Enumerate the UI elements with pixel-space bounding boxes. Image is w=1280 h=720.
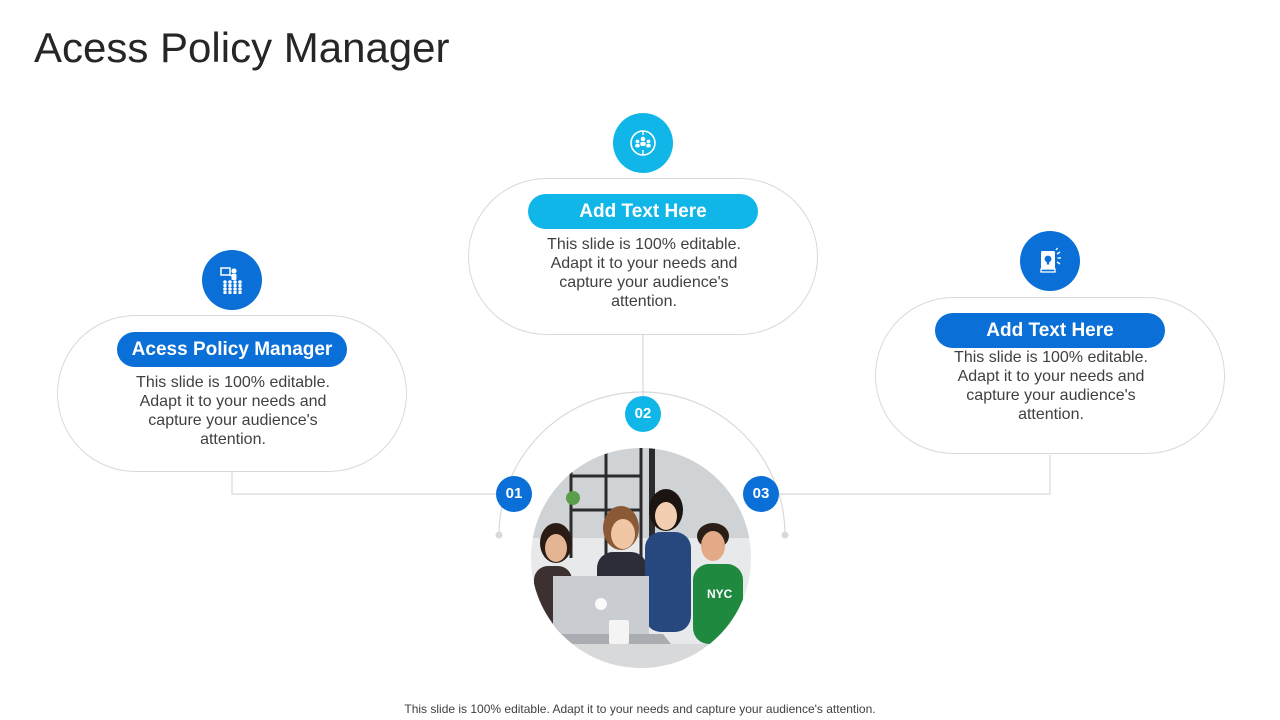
arc-connector [498, 391, 786, 536]
card-item-02: Add Text Here This slide is 100% editabl… [468, 178, 818, 335]
card-03-description: This slide is 100% editable. Adapt it to… [954, 349, 1148, 423]
card-03-icon-badge [1020, 231, 1080, 291]
slide-footer-note: This slide is 100% editable. Adapt it to… [404, 702, 876, 716]
card-02-heading: Add Text Here [528, 194, 758, 229]
connector-left [231, 472, 497, 495]
step-number-01: 01 [496, 476, 532, 512]
card-03-heading: Add Text Here [935, 313, 1165, 348]
team-network-icon [630, 130, 656, 156]
card-02-icon-badge [613, 113, 673, 173]
card-01-description: This slide is 100% editable. Adapt it to… [136, 374, 330, 448]
card-item-01: Acess Policy Manager This slide is 100% … [57, 315, 407, 472]
card-01-heading: Acess Policy Manager [117, 332, 347, 367]
idea-book-icon [1040, 247, 1061, 273]
arc-end-dot-left [495, 531, 503, 539]
card-01-icon-badge [202, 250, 262, 310]
step-number-02: 02 [625, 396, 661, 432]
presenter-audience-icon [220, 267, 242, 294]
team-working-at-laptop-photo: NYC [531, 448, 751, 668]
connector-right [779, 455, 1051, 495]
slide-title: Acess Policy Manager [34, 24, 450, 71]
card-02-description: This slide is 100% editable. Adapt it to… [547, 236, 741, 310]
arc-end-dot-right [781, 531, 789, 539]
step-number-03: 03 [743, 476, 779, 512]
svg-text:NYC: NYC [707, 587, 733, 601]
card-item-03: Add Text Here This slide is 100% editabl… [875, 297, 1225, 454]
